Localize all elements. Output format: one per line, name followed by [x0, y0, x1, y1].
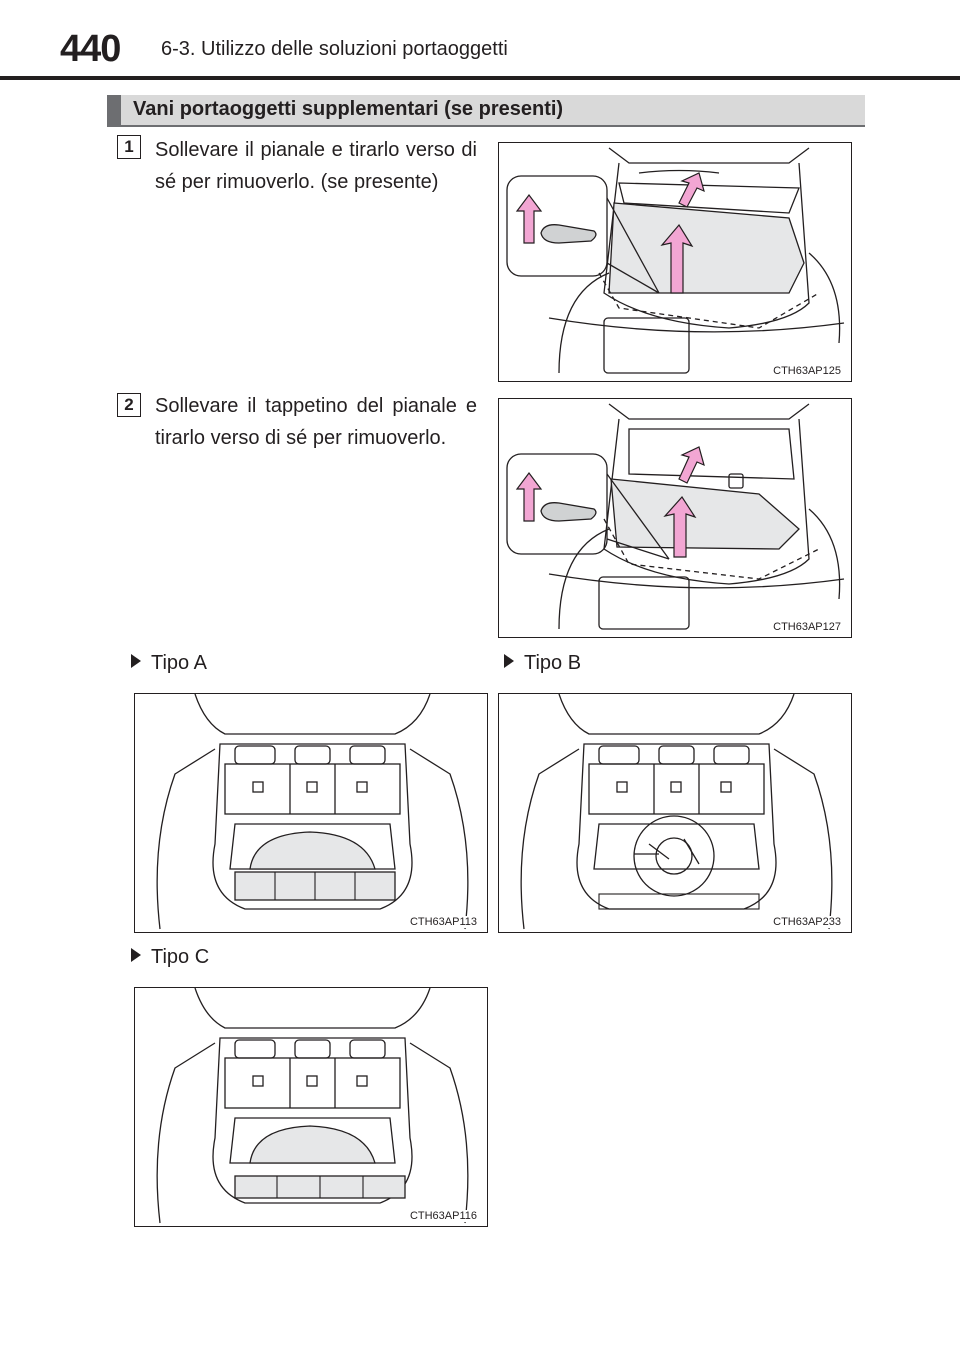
figure-code: CTH63AP125: [771, 365, 843, 377]
figure-code: CTH63AP233: [771, 916, 843, 928]
figure-code: CTH63AP116: [407, 1210, 479, 1222]
page-header-title: 6-3. Utilizzo delle soluzioni portaogget…: [161, 38, 508, 60]
figure-step-2: CTH63AP127: [498, 398, 852, 638]
page-number: 440: [60, 28, 121, 70]
section-banner: Vani portaoggetti supplementari (se pres…: [107, 95, 865, 127]
variant-label-text: Tipo C: [151, 946, 210, 968]
variant-label-text: Tipo A: [151, 652, 207, 674]
variant-label-a: Tipo A: [131, 652, 207, 675]
step-text-2: Sollevare il tappetino del pianale e tir…: [155, 395, 477, 449]
step-number-2: 2: [117, 393, 141, 417]
step-number-1: 1: [117, 135, 141, 159]
figure-variant-c: CTH63AP116: [134, 987, 488, 1227]
figure-code: CTH63AP127: [771, 621, 843, 633]
step-text-1: Sollevare il pianale e tirarlo verso di …: [155, 139, 477, 193]
lift-arrow-icon: [515, 446, 705, 558]
figure-code: CTH63AP113: [407, 916, 479, 928]
inset-callout: [506, 453, 608, 555]
figure-variant-b: CTH63AP233: [498, 693, 852, 933]
triangle-bullet-icon: [131, 654, 141, 668]
inset-callout: [506, 175, 608, 277]
variant-label-text: Tipo B: [524, 652, 582, 674]
header-rule: [0, 76, 960, 80]
figure-variant-a: CTH63AP113: [134, 693, 488, 933]
variant-label-c: Tipo C: [131, 946, 209, 969]
triangle-bullet-icon: [131, 948, 141, 962]
section-title: Vani portaoggetti supplementari (se pres…: [133, 98, 564, 120]
figure-step-1: CTH63AP125: [498, 142, 852, 382]
lift-arrow-icon: [515, 172, 705, 294]
variant-label-b: Tipo B: [504, 652, 581, 675]
triangle-bullet-icon: [504, 654, 514, 668]
